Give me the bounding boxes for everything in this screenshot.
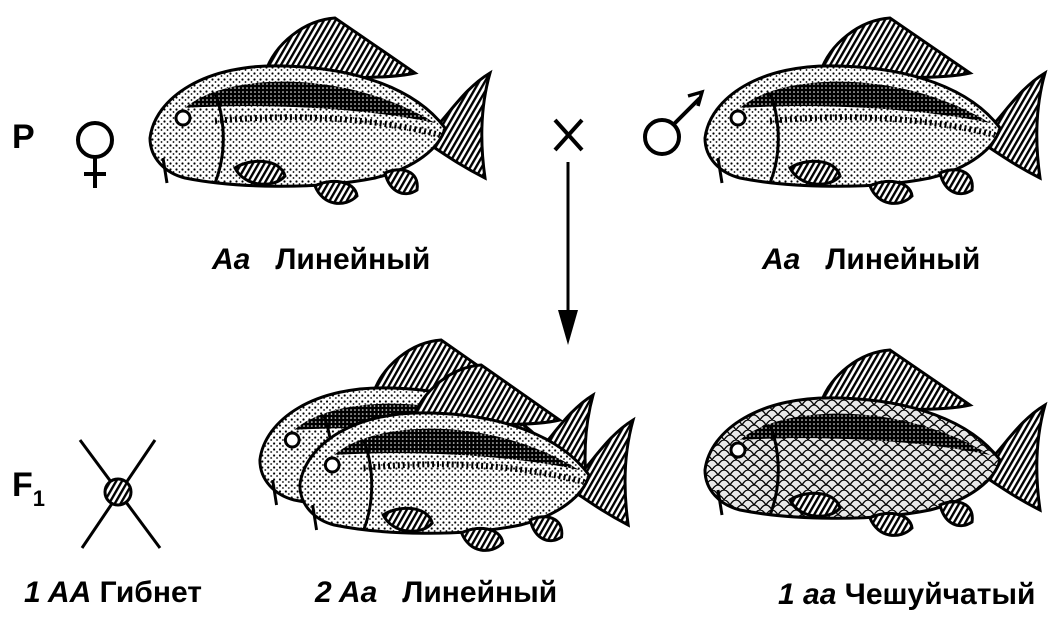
offspring-label-2: 2 Aa Линейный (315, 578, 557, 608)
male-phenotype: Линейный (825, 243, 980, 276)
offspring-genotype-1: 1 AA (24, 576, 91, 609)
generation-f1-label: F1 (12, 468, 45, 510)
offspring-label-3: 1 aa Чешуйчатый (778, 580, 1036, 610)
offspring-genotype-2: 2 Aa (315, 576, 377, 609)
dead-zygote-icon (80, 440, 160, 548)
cross-sign-icon (555, 120, 582, 150)
generation-p-label: P (12, 120, 35, 154)
female-parent-label: Aa Линейный (212, 245, 430, 275)
offspring-fish-scaly (705, 350, 1045, 535)
male-genotype: Aa (762, 243, 800, 276)
female-genotype: Aa (212, 243, 250, 276)
female-symbol-icon (78, 123, 112, 188)
male-parent-fish (705, 18, 1045, 203)
offspring-phenotype-3: Чешуйчатый (845, 578, 1036, 611)
offspring-phenotype-2: Линейный (402, 576, 557, 609)
offspring-genotype-3: 1 aa (778, 578, 836, 611)
female-phenotype: Линейный (275, 243, 430, 276)
offspring-label-1: 1 AA Гибнет (24, 578, 202, 608)
male-parent-label: Aa Линейный (762, 245, 980, 275)
down-arrow-icon (558, 162, 578, 345)
offspring-phenotype-1: Гибнет (100, 576, 202, 609)
female-parent-fish (150, 18, 490, 203)
male-symbol-icon (645, 92, 702, 154)
